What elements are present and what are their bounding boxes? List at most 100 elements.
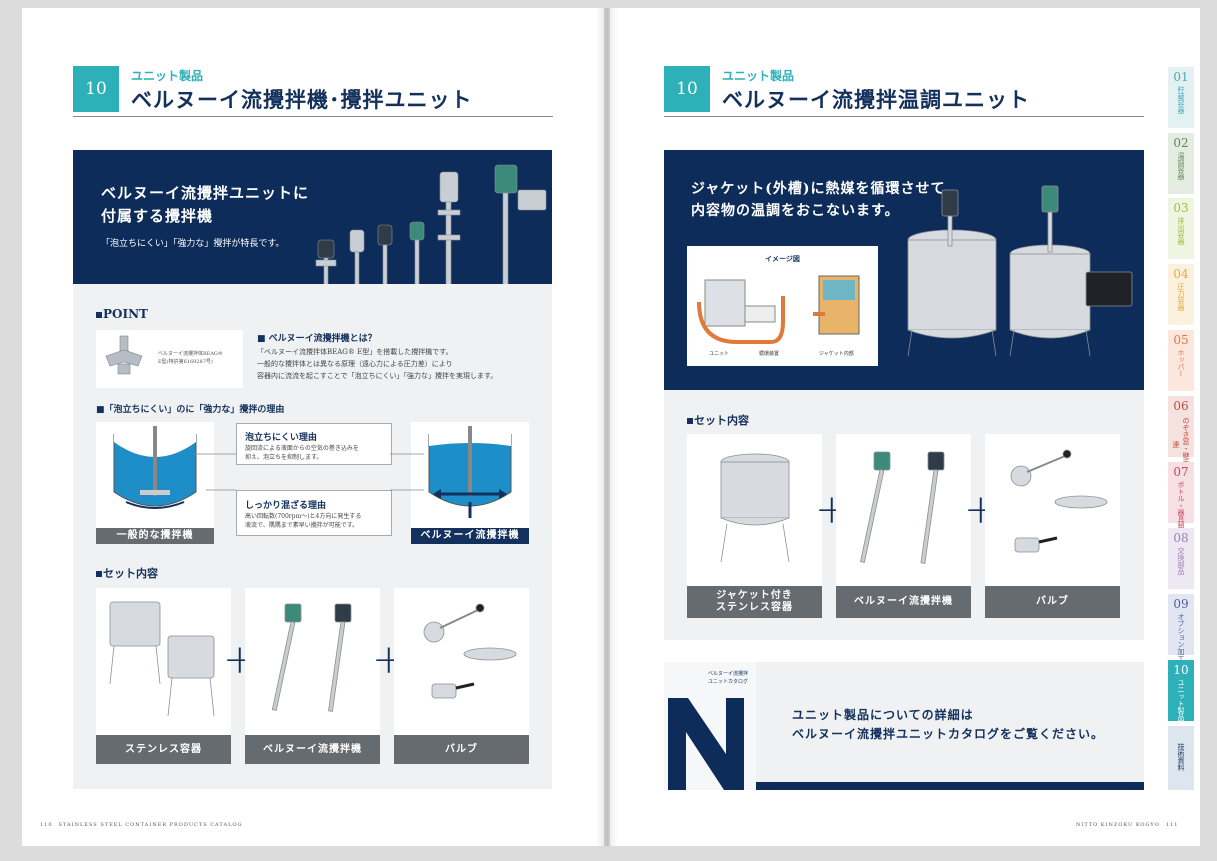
left-page-title: ベルヌーイ流攪拌機･攪拌ユニット	[131, 87, 473, 112]
set-label-valve: バルブ	[394, 735, 529, 764]
reason-heading: ■「泡立ちにくい」のに「強力な」攪拌の理由	[96, 405, 285, 415]
chapter-tab-05[interactable]: 05 ホッパー	[1168, 330, 1194, 391]
chapter-tab-label: 技術資料	[1177, 743, 1185, 771]
catalog-cta-line-2: ベルヌーイ流攪拌ユニットカタログをご覧ください。	[792, 727, 1105, 741]
chapter-tab-04[interactable]: 04 圧力容器	[1168, 264, 1194, 325]
left-footer: 110 STAINLESS STEEL CONTAINER PRODUCTS C…	[40, 822, 243, 828]
right-supertitle: ユニット製品	[722, 69, 795, 83]
left-set-item-valve: バルブ	[394, 588, 529, 764]
point-image-card: ベルヌーイ流攪拌体BEAG® E型(特許第6169287号)	[96, 330, 243, 388]
left-supertitle: ユニット製品	[131, 69, 204, 83]
right-set-heading: セット内容	[687, 412, 749, 428]
chapter-tab-number: 05	[1173, 333, 1189, 347]
reason-1-text: 旋回流による液面からの空気の巻き込みを抑え、泡立ちを抑制します。	[245, 445, 359, 461]
valve-image	[423, 603, 517, 699]
jacket-circulation-illustration	[697, 275, 860, 344]
chapter-tab-number: 10	[1173, 663, 1189, 677]
image-label-circulator: 循環装置	[759, 351, 780, 357]
right-title-rule	[664, 116, 1144, 117]
jacketed-tanks-image	[907, 185, 1133, 357]
right-set-item-jacket-container: ジャケット付きステンレス容器	[687, 434, 822, 618]
chapter-tab-02[interactable]: 02 温調容器	[1168, 133, 1194, 194]
chapter-tab-01[interactable]: 01 貯蔵容器	[1168, 67, 1194, 128]
right-page-title: ベルヌーイ流攪拌温調ユニット	[722, 87, 1030, 112]
right-set-item-valve: バルブ	[985, 434, 1120, 618]
bernoulli-mixer-diagram: ベルヌーイ流攪拌機	[411, 422, 529, 544]
set-label-mixer: ベルヌーイ流攪拌機	[245, 735, 380, 764]
bernoulli-mixer-image	[860, 451, 945, 564]
chapter-tab-label: 温調容器	[1177, 152, 1185, 180]
set-label-mixer: ベルヌーイ流攪拌機	[836, 586, 971, 618]
chapter-tab-label: ホッパー	[1177, 349, 1185, 377]
point-heading: POINT	[96, 307, 148, 321]
chapter-tab-label: のぞき窓・継手関連	[1172, 416, 1190, 473]
reason-1-box: 泡立ちにくい理由 旋回流による液面からの空気の巻き込みを抑え、泡立ちを抑制します…	[236, 423, 392, 465]
what-is-heading: ■ ベルヌーイ流攪拌機とは？	[257, 334, 377, 344]
chapter-tab-number: 03	[1173, 201, 1189, 215]
chapter-tab-label: ユニット製品	[1177, 679, 1185, 721]
chapter-tab-label: 交換部品	[1177, 547, 1185, 575]
chapter-tab-label: ボトル・器具類	[1177, 481, 1185, 530]
section-square-icon	[96, 571, 102, 577]
chapter-tab-number	[1168, 726, 1194, 729]
reason-connector-lines	[194, 453, 424, 491]
left-set-item-container: ステンレス容器	[96, 588, 231, 764]
chapter-tab-06[interactable]: 06 のぞき窓・継手関連	[1168, 396, 1194, 473]
chapter-tab-03[interactable]: 03 排出容器	[1168, 198, 1194, 259]
set-label-jacket-container: ジャケット付きステンレス容器	[687, 586, 822, 618]
right-footer: NITTO KINZOKU KOGYO 111	[1076, 822, 1179, 828]
image-label-unit: ユニット	[709, 351, 730, 357]
what-is-text: 「ベルヌーイ流攪拌体BEAG® E型」を搭載した攪拌機です。 一般的な攪拌体とは…	[257, 348, 498, 380]
right-banner-heading-1: ジャケット(外槽)に熱媒を循環させて	[691, 181, 946, 197]
jacketed-container-image	[720, 453, 790, 563]
valve-image	[1010, 449, 1108, 553]
label-general-mixer: 一般的な攪拌機	[96, 528, 214, 544]
catalog-cover-graphic	[664, 662, 756, 790]
general-mixer-diagram: 一般的な攪拌機	[96, 422, 214, 544]
chapter-tab-number: 07	[1173, 465, 1189, 479]
general-tank-illustration	[113, 426, 197, 509]
left-set-heading: セット内容	[96, 565, 158, 581]
left-banner-heading-2: 付属する攪拌機	[101, 207, 214, 225]
chapter-tab-number: 04	[1173, 267, 1189, 281]
catalog-cover-image[interactable]: ベルヌーイ流攪拌ユニットカタログ	[664, 662, 756, 790]
image-diagram-title: イメージ図	[765, 254, 800, 263]
book-gutter	[596, 8, 618, 846]
section-square-icon	[687, 418, 693, 424]
reason-2-box: しっかり混ざる理由 高い回転数(700rpm～)と4方向に発生する液流で、隅隅ま…	[236, 490, 392, 536]
point-caption-1: ベルヌーイ流攪拌体BEAG®	[158, 351, 223, 357]
chapter-tab-label: 貯蔵容器	[1177, 86, 1185, 114]
chapter-tab-label: 排出容器	[1177, 217, 1185, 245]
left-title-rule	[73, 116, 553, 117]
section-square-icon	[96, 311, 102, 318]
catalog-cover-title: ベルヌーイ流攪拌ユニットカタログ	[708, 671, 749, 685]
chapter-tab-08[interactable]: 08 交換部品	[1168, 528, 1194, 589]
chapter-tab-number: 09	[1173, 597, 1189, 611]
reason-2-text: 高い回転数(700rpm～)と4方向に発生する液流で、隅隅まで素早い攪拌が可能で…	[245, 513, 362, 529]
chapter-tab-number: 08	[1173, 531, 1189, 545]
left-banner	[73, 150, 552, 284]
image-label-jacket-inside: ジャケット内部	[819, 351, 854, 357]
chapter-tab-10[interactable]: 10 ユニット製品	[1168, 660, 1194, 721]
right-section-number: 10	[664, 66, 710, 112]
left-banner-heading-1: ベルヌーイ流攪拌ユニットに	[101, 184, 310, 202]
chapter-tab-number: 06	[1173, 399, 1189, 413]
label-bernoulli-mixer: ベルヌーイ流攪拌機	[411, 528, 529, 544]
chapter-tab-number: 01	[1173, 70, 1189, 84]
bernoulli-tank-illustration	[428, 426, 512, 518]
chapter-tab-label: オプション加工	[1177, 613, 1185, 662]
right-banner-heading-2: 内容物の温調をおこないます。	[691, 203, 900, 219]
reason-2-title: しっかり混ざる理由	[245, 501, 327, 511]
chapter-tab-09[interactable]: 09 オプション加工	[1168, 594, 1194, 662]
bernoulli-mixer-image	[271, 603, 352, 712]
point-caption-2: E型(特許第6169287号)	[158, 359, 213, 365]
chapter-tab-tech[interactable]: 技術資料	[1168, 726, 1194, 790]
chapter-tab-07[interactable]: 07 ボトル・器具類	[1168, 462, 1194, 530]
catalog-cta-line-1: ユニット製品についての詳細は	[792, 708, 974, 722]
set-label-valve: バルブ	[985, 586, 1120, 618]
catalog-cta-bar	[756, 782, 1144, 790]
set-label-container: ステンレス容器	[96, 735, 231, 764]
reason-1-title: 泡立ちにくい理由	[245, 433, 317, 443]
chapter-tab-number: 02	[1173, 136, 1189, 150]
chapter-tab-label: 圧力容器	[1177, 283, 1185, 311]
